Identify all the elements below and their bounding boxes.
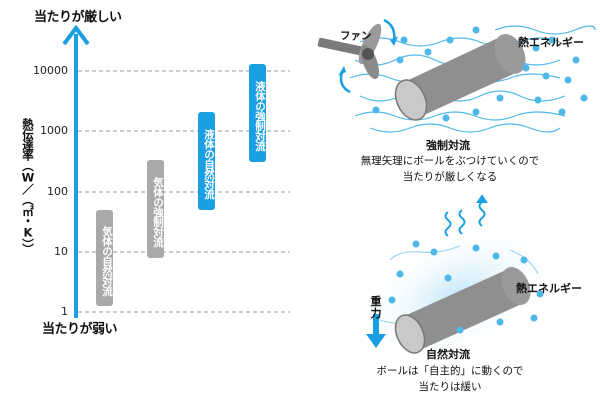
rising-squiggles — [444, 194, 488, 237]
natural-caption-line-1: ボールは「自主的」に動くので — [376, 365, 524, 377]
bar-gas-natural-convection: 気体の自然対流 — [96, 210, 113, 306]
tick-label: 100 — [47, 185, 68, 198]
tick-label: 10 — [54, 245, 68, 258]
tick-label: 10000 — [33, 64, 68, 77]
fan-label: ファン — [340, 30, 372, 42]
natural-convection-title: 自然対流 — [426, 348, 470, 361]
natural-caption-line-2: 当たりは緩い — [418, 381, 482, 393]
forced-caption-line-2: 当たりが厳しくなる — [402, 171, 498, 183]
natural-energy-label: 熱エネルギー — [516, 282, 582, 295]
axis-bottom-label: 当たりが弱い — [42, 322, 118, 337]
cylinder-forced — [394, 34, 526, 121]
forced-convection-illustration — [317, 18, 596, 133]
axis-top-label: 当たりが厳しい — [34, 10, 122, 25]
tick-label: 1 — [61, 305, 68, 318]
axis-arrow-head — [62, 24, 90, 46]
gravity-label: 重力 — [370, 295, 382, 320]
tick-label: 1000 — [40, 124, 68, 137]
natural-convection-illustration — [353, 194, 559, 360]
gravity-arrow-icon — [366, 314, 386, 348]
balls-natural — [388, 240, 544, 334]
cylinder-natural — [394, 267, 531, 354]
forced-convection-title: 強制対流 — [426, 139, 470, 152]
forced-caption-line-1: 無理矢理にボールをぶつけていくので — [360, 155, 540, 167]
balls-forced — [372, 26, 588, 122]
bar-liquid-natural-convection: 液体の自然対流 — [198, 112, 215, 210]
fan-icon — [317, 18, 398, 94]
bar-gas-forced-convection: 気体の強制対流 — [147, 160, 164, 258]
bar-liquid-forced-convection: 液体の強制対流 — [249, 64, 266, 162]
y-axis-label: 熱伝達率（W／（㎡・K）） — [21, 118, 35, 254]
forced-energy-label: 熱エネルギー — [518, 36, 584, 49]
